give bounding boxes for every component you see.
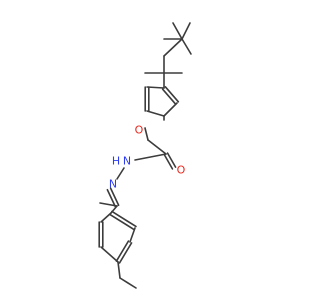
single-bond-12	[163, 102, 178, 117]
bond-layer	[98, 22, 192, 289]
single-bond-29	[117, 261, 121, 279]
double-bond-17	[163, 154, 174, 170]
structure-diagram: O O H N N	[98, 22, 192, 289]
single-bond-16	[147, 139, 167, 155]
atom-label-layer: O O H N N	[109, 124, 186, 191]
single-bond-2	[181, 22, 191, 40]
double-bond-24	[109, 213, 135, 231]
double-bond-20	[106, 188, 117, 208]
double-bond-28	[118, 242, 133, 264]
amide-nitrogen-label: N	[123, 155, 131, 168]
carbonyl-oxygen-label: O	[177, 164, 186, 177]
double-bond-24	[111, 210, 137, 228]
molecule-canvas: O O H N N	[98, 22, 192, 289]
double-bond-28	[115, 240, 130, 262]
single-bond-4	[163, 38, 183, 57]
single-bond-0	[172, 22, 183, 40]
single-bond-13	[146, 110, 165, 117]
double-bond-17	[166, 152, 177, 168]
imine-nitrogen-label: N	[109, 178, 117, 191]
single-bond-15	[144, 127, 149, 141]
double-bond-10	[164, 86, 180, 103]
single-bond-27	[100, 246, 119, 263]
single-bond-9	[146, 86, 165, 89]
double-bond-20	[109, 187, 120, 207]
single-bond-3	[181, 38, 192, 55]
ether-oxygen-label: O	[135, 124, 144, 137]
single-bond-26	[129, 227, 136, 243]
double-bond-10	[161, 88, 177, 105]
amide-nitrogen-hydrogen-label: H	[112, 155, 120, 168]
single-bond-21	[99, 202, 118, 207]
single-bond-18	[134, 153, 167, 161]
single-bond-30	[119, 277, 137, 289]
single-bond-19	[116, 167, 125, 180]
